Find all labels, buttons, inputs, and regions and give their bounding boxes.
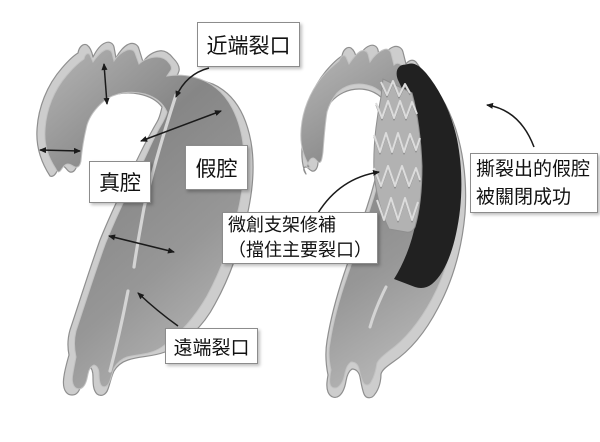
label-stent-repair: 微創支架修補 （擋住主要裂口） xyxy=(222,212,378,264)
thrombosed-false-lumen xyxy=(394,63,462,288)
pointer-arrow-distal-tear xyxy=(137,292,179,327)
pointer-arrow-closed-false-lumen xyxy=(486,102,535,148)
label-false-lumen: 假腔 xyxy=(185,145,248,190)
label-false-lumen-closed-line1: 撕裂出的假腔 xyxy=(476,158,591,180)
label-false-lumen-text: 假腔 xyxy=(195,156,238,181)
label-true-lumen-text: 真腔 xyxy=(99,171,141,195)
label-proximal-tear-text: 近端裂口 xyxy=(206,33,291,58)
stent-graft xyxy=(373,78,423,233)
pointer-arrow-stent xyxy=(317,169,380,214)
stent-wire-rows xyxy=(373,80,421,223)
measurement-arrow-lower-descending xyxy=(108,234,175,254)
measurement-arrow-arch xyxy=(101,63,110,105)
label-distal-tear-text: 遠端裂口 xyxy=(173,336,250,359)
residual-flap-right xyxy=(368,285,388,329)
measurement-arrow-root xyxy=(39,147,81,154)
label-stent-repair-line1: 微創支架修補 xyxy=(228,215,336,236)
measurement-arrow-upper-descending xyxy=(140,110,222,142)
pointer-arrow-proximal-tear xyxy=(175,67,210,98)
label-distal-tear: 遠端裂口 xyxy=(165,328,258,364)
label-proximal-tear: 近端裂口 xyxy=(197,22,300,67)
label-true-lumen: 真腔 xyxy=(89,161,151,203)
label-false-lumen-closed: 撕裂出的假腔 被關閉成功 xyxy=(470,153,598,213)
dissection-flap-lower xyxy=(108,289,130,373)
label-stent-repair-line2: （擋住主要裂口） xyxy=(228,240,372,261)
label-false-lumen-closed-line2: 被關閉成功 xyxy=(476,186,572,208)
